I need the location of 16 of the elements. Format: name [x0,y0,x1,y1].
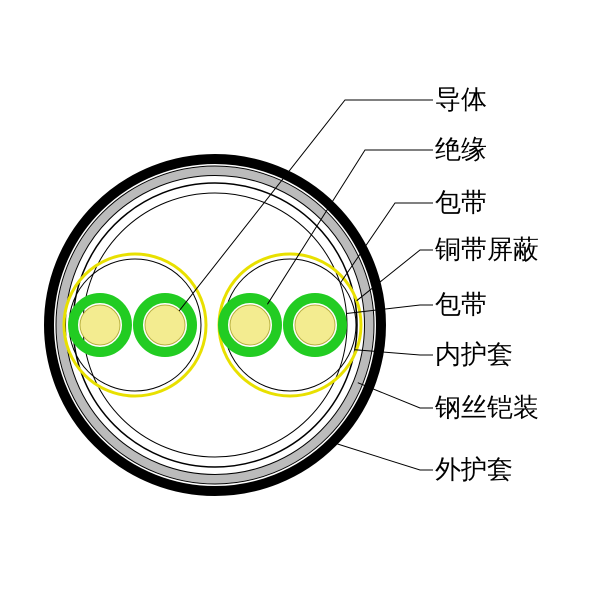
leader-line [346,304,434,314]
leader-line [356,250,434,302]
part-label: 外护套 [435,455,513,485]
copper-tape-shield-ring [218,252,362,398]
part-label: 铜带屏蔽 [435,235,539,265]
part-label: 导体 [435,85,487,115]
part-label: 包带 [435,290,487,320]
part-label: 内护套 [435,340,513,370]
part-label: 钢丝铠装 [435,393,539,423]
leader-line [178,100,434,312]
part-label: 绝缘 [435,135,487,165]
leader-line [357,382,434,408]
part-label: 包带 [435,188,487,218]
insulation-ring [218,293,282,357]
leader-line [266,150,434,305]
leader-line [354,349,434,356]
